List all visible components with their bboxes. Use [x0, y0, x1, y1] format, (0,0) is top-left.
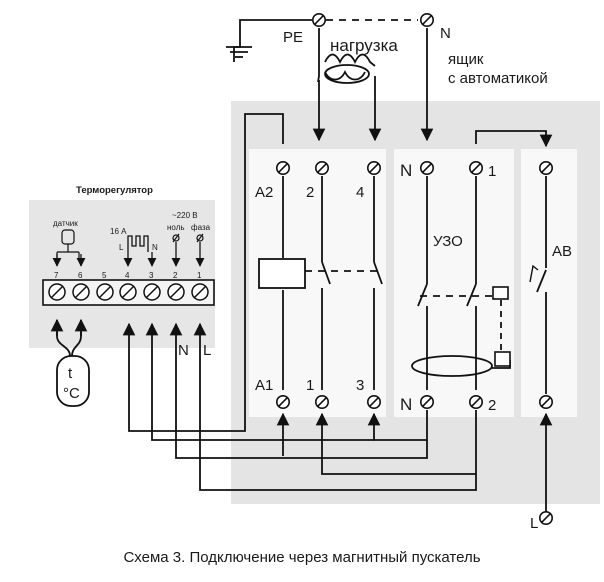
terminal-screws	[48, 283, 209, 301]
load-label: нагрузка	[330, 36, 398, 55]
contactor-t1: 1	[306, 377, 314, 394]
temperature-sensor	[56, 355, 90, 407]
relay-l: L	[119, 243, 124, 252]
rcd-trip-coil	[494, 351, 511, 367]
breaker-panel	[521, 149, 577, 417]
terminal-num-5: 5	[102, 271, 107, 280]
pe-label: PE	[283, 29, 303, 46]
rcd-panel	[394, 149, 514, 417]
voltage-label: ~220 В	[172, 211, 198, 220]
box-label-line2: с автоматикой	[448, 70, 548, 87]
lower-wiring	[56, 322, 477, 491]
rcd-n-bottom: N	[400, 395, 412, 414]
terminal-arrows	[52, 242, 205, 267]
contactor-t4: 4	[356, 184, 364, 201]
contactor-a2: A2	[255, 184, 273, 201]
sensor-unit: °C	[63, 385, 80, 402]
caption: Схема 3. Подключение через магнитный пус…	[123, 549, 480, 566]
power-symbols	[172, 233, 204, 243]
contactor-coil	[258, 258, 306, 289]
thermo-wire-l: L	[203, 342, 211, 359]
contactor-t3: 3	[356, 377, 364, 394]
thermo-wire-n: N	[178, 342, 189, 359]
relay-contact-icon	[127, 235, 149, 252]
contactor-t2: 2	[306, 184, 314, 201]
relay-n: N	[152, 243, 158, 252]
rcd-t1: 1	[488, 163, 496, 180]
thermostat-title: Терморегулятор	[76, 185, 153, 196]
rcd-label: УЗО	[433, 233, 463, 250]
breaker-wiring	[529, 176, 553, 512]
rcd-n-top: N	[400, 161, 412, 180]
current-rating: 16 А	[110, 227, 127, 236]
breaker-label: АВ	[552, 243, 572, 260]
phase-label: фаза	[191, 223, 211, 232]
terminal-num-4: 4	[125, 271, 130, 280]
terminal-num-1: 1	[197, 271, 202, 280]
contactor-wiring	[122, 113, 383, 432]
terminal-num-2: 2	[173, 271, 178, 280]
terminal-num-6: 6	[78, 271, 83, 280]
sensor-t: t	[68, 365, 73, 382]
sensor-icon	[56, 229, 80, 260]
rcd-wiring	[411, 130, 553, 390]
contactor-a1: A1	[255, 377, 273, 394]
breaker-l-in: L	[530, 515, 538, 532]
neutral-label: ноль	[167, 223, 185, 232]
rcd-t2: 2	[488, 397, 496, 414]
top-n-label: N	[440, 25, 451, 42]
top-wiring	[226, 19, 434, 142]
terminal-num-3: 3	[149, 271, 154, 280]
rcd-trip-mechanism	[492, 286, 509, 300]
box-label-line1: ящик	[448, 51, 484, 68]
sensor-caption: датчик	[53, 219, 78, 228]
terminal-num-7: 7	[54, 271, 59, 280]
